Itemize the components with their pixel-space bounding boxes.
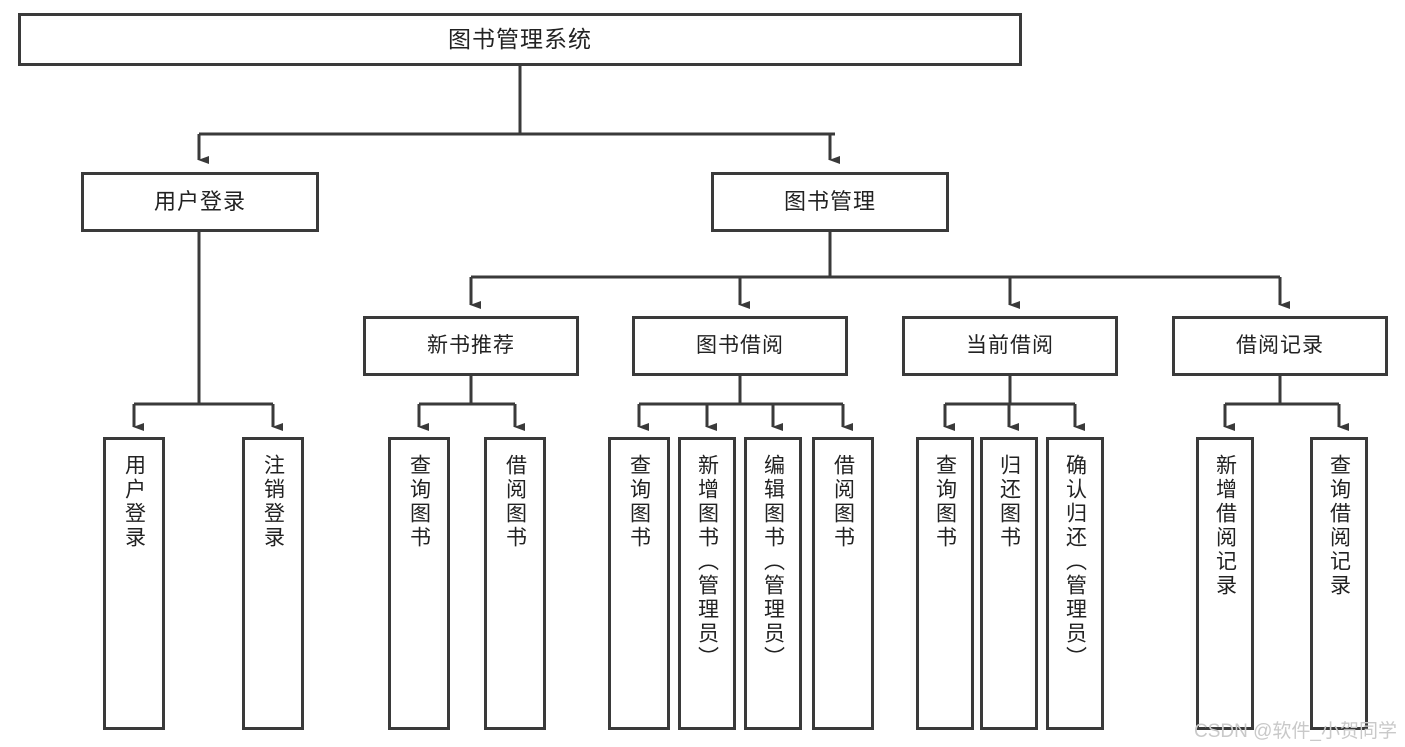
node-leaf-query-book-3[interactable]: 查询图书 <box>916 437 974 730</box>
node-label: 借阅图书 <box>831 454 855 550</box>
node-label: 新增图书（管理员） <box>695 454 719 670</box>
csdn-watermark: CSDN @软件_小贺同学 <box>1194 721 1397 742</box>
node-label: 新增借阅记录 <box>1213 454 1237 598</box>
node-leaf-user-login[interactable]: 用户登录 <box>103 437 165 730</box>
node-leaf-return-book[interactable]: 归还图书 <box>980 437 1038 730</box>
node-label: 归还图书 <box>997 454 1021 550</box>
node-label: 查询借阅记录 <box>1327 454 1351 598</box>
node-book-borrow[interactable]: 图书借阅 <box>632 316 848 376</box>
node-label: 查询图书 <box>407 454 431 550</box>
node-leaf-edit-book[interactable]: 编辑图书（管理员） <box>744 437 802 730</box>
node-root-system[interactable]: 图书管理系统 <box>18 13 1022 66</box>
node-label: 图书管理系统 <box>448 25 592 52</box>
node-label: 新书推荐 <box>427 334 515 358</box>
node-label: 注销登录 <box>261 454 285 550</box>
node-borrow-records[interactable]: 借阅记录 <box>1172 316 1388 376</box>
node-leaf-borrow-book-2[interactable]: 借阅图书 <box>812 437 874 730</box>
node-user-login[interactable]: 用户登录 <box>81 172 319 232</box>
node-leaf-add-record[interactable]: 新增借阅记录 <box>1196 437 1254 730</box>
node-leaf-borrow-book-1[interactable]: 借阅图书 <box>484 437 546 730</box>
node-label: 当前借阅 <box>966 334 1054 358</box>
node-label: 确认归还（管理员） <box>1063 454 1087 670</box>
node-label: 图书借阅 <box>696 334 784 358</box>
node-label: 用户登录 <box>122 454 146 550</box>
node-label: 查询图书 <box>933 454 957 550</box>
node-label: 借阅图书 <box>503 454 527 550</box>
node-current-borrow[interactable]: 当前借阅 <box>902 316 1118 376</box>
node-label: 图书管理 <box>783 188 876 214</box>
node-label: 用户登录 <box>153 188 246 214</box>
node-leaf-query-book-2[interactable]: 查询图书 <box>608 437 670 730</box>
node-book-manage[interactable]: 图书管理 <box>711 172 949 232</box>
node-label: 查询图书 <box>627 454 651 550</box>
node-label: 借阅记录 <box>1236 334 1324 358</box>
node-leaf-logout[interactable]: 注销登录 <box>242 437 304 730</box>
node-label: 编辑图书（管理员） <box>761 454 785 670</box>
node-leaf-query-record[interactable]: 查询借阅记录 <box>1310 437 1368 730</box>
node-leaf-add-book[interactable]: 新增图书（管理员） <box>678 437 736 730</box>
node-leaf-query-book-1[interactable]: 查询图书 <box>388 437 450 730</box>
node-leaf-confirm-return[interactable]: 确认归还（管理员） <box>1046 437 1104 730</box>
node-new-book-recommend[interactable]: 新书推荐 <box>363 316 579 376</box>
